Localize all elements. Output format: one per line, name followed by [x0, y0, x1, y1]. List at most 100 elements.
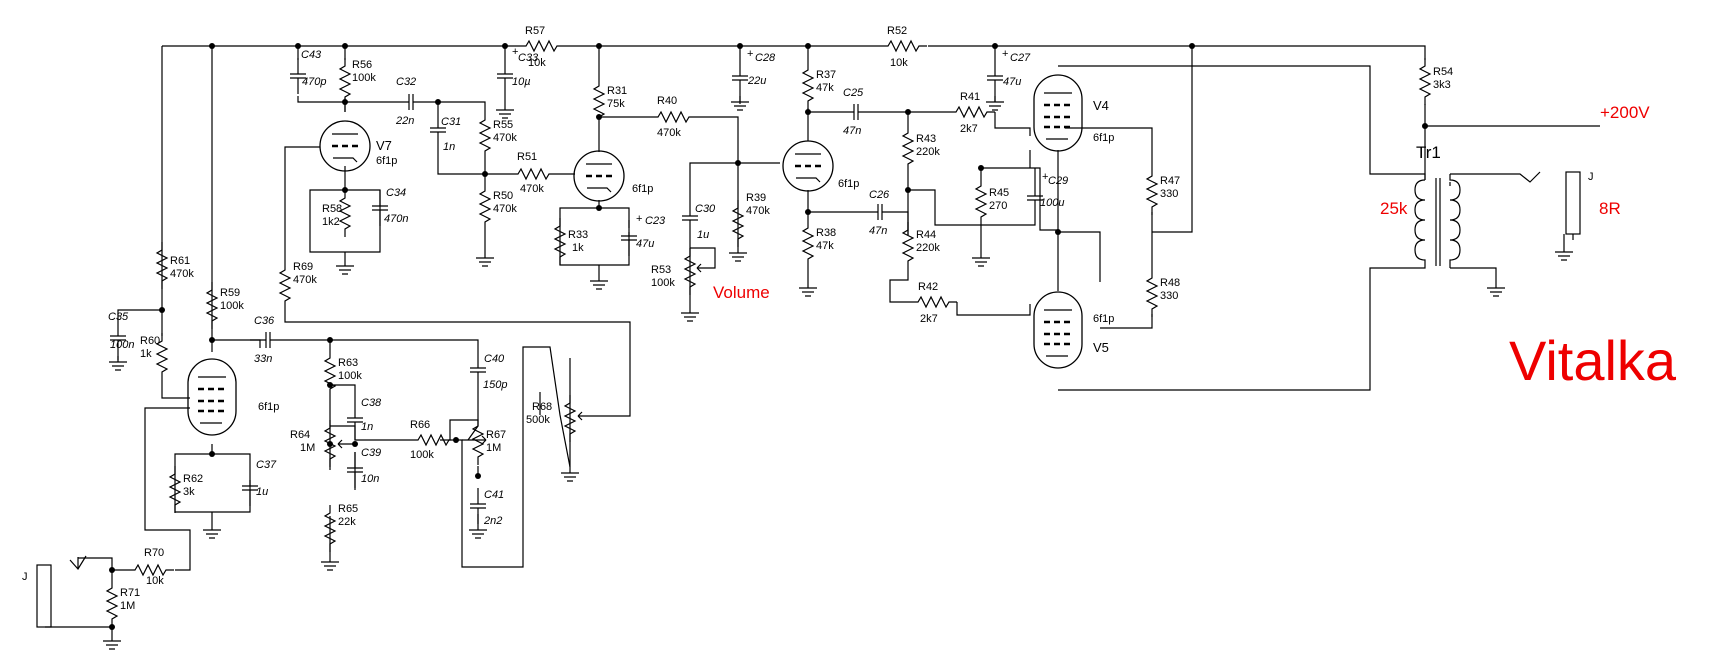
capacitor-C27: [986, 59, 1004, 97]
svg-text:R43: R43: [916, 133, 936, 145]
tube-pentode-input: [186, 357, 238, 437]
svg-text:R61: R61: [170, 255, 190, 267]
svg-text:75k: 75k: [607, 98, 625, 110]
capacitor-C26: [861, 203, 899, 221]
svg-text:R59: R59: [220, 287, 240, 299]
svg-text:6f1p: 6f1p: [632, 183, 653, 195]
svg-text:1u: 1u: [697, 229, 709, 241]
input-jack: [36, 564, 52, 628]
svg-text:22u: 22u: [747, 75, 766, 87]
tube-triode-2: [572, 149, 626, 203]
resistor-R57: [517, 40, 566, 52]
svg-text:470p: 470p: [302, 76, 326, 88]
svg-text:220k: 220k: [916, 146, 940, 158]
resistor-R38: [802, 219, 814, 268]
svg-text:470k: 470k: [520, 183, 544, 195]
svg-text:C25: C25: [843, 87, 864, 99]
svg-text:R40: R40: [657, 95, 677, 107]
ground-symbol: [728, 246, 748, 262]
volume-label: Volume: [713, 283, 770, 302]
svg-text:6f1p: 6f1p: [1093, 313, 1114, 325]
svg-text:R66: R66: [410, 419, 430, 431]
resistor-R45: [975, 177, 987, 226]
resistor-R47: [1146, 167, 1158, 216]
ground-symbol: [798, 281, 818, 297]
resistor-R53: [684, 247, 696, 296]
svg-text:R58: R58: [322, 203, 342, 215]
ground-symbol: [335, 259, 355, 275]
svg-text:R52: R52: [887, 25, 907, 37]
capacitor-C28: [731, 59, 749, 97]
svg-text:R70: R70: [144, 547, 164, 559]
svg-text:1u: 1u: [256, 486, 268, 498]
svg-text:470k: 470k: [293, 274, 317, 286]
svg-text:R63: R63: [338, 357, 358, 369]
svg-text:C37: C37: [256, 459, 277, 471]
ground-symbol: [202, 523, 222, 539]
tube-V7: [318, 119, 372, 173]
svg-text:1n: 1n: [443, 141, 455, 153]
svg-text:470k: 470k: [746, 205, 770, 217]
svg-text:C38: C38: [361, 397, 382, 409]
transformer-primary-label: 25k: [1380, 199, 1408, 218]
svg-text:33n: 33n: [254, 353, 272, 365]
svg-text:V4: V4: [1093, 98, 1109, 113]
svg-text:R64: R64: [290, 429, 310, 441]
svg-text:J: J: [22, 571, 28, 583]
supply-voltage-label: +200V: [1600, 103, 1650, 122]
resistor-R48: [1146, 269, 1158, 318]
capacitor-C33: [496, 57, 514, 95]
pot-wiper-R68: [577, 411, 620, 421]
svg-text:6f1p: 6f1p: [258, 401, 279, 413]
resistor-R51: [509, 168, 558, 180]
svg-text:47k: 47k: [816, 240, 834, 252]
svg-text:1n: 1n: [361, 421, 373, 433]
ground-symbol: [102, 634, 122, 650]
resistor-R40: [649, 111, 698, 123]
svg-text:+: +: [747, 48, 753, 60]
svg-text:R37: R37: [816, 69, 836, 81]
resistor-R67: [472, 417, 484, 466]
ground-symbol: [985, 95, 1005, 111]
svg-text:2k7: 2k7: [960, 123, 978, 135]
svg-text:470k: 470k: [170, 268, 194, 280]
svg-text:470n: 470n: [384, 213, 408, 225]
svg-text:330: 330: [1160, 290, 1178, 302]
resistor-R70: [126, 564, 175, 576]
svg-text:J: J: [1588, 171, 1594, 183]
resistor-R54: [1419, 57, 1431, 106]
svg-text:V5: V5: [1093, 340, 1109, 355]
svg-text:C41: C41: [484, 489, 504, 501]
svg-text:C32: C32: [396, 76, 416, 88]
svg-text:R38: R38: [816, 227, 836, 239]
resistors: [106, 40, 1431, 628]
svg-text:R71: R71: [120, 587, 140, 599]
svg-text:+: +: [1042, 171, 1048, 183]
output-jack: [1565, 171, 1581, 235]
svg-text:C33: C33: [518, 52, 539, 64]
svg-text:47n: 47n: [843, 125, 861, 137]
svg-text:470k: 470k: [657, 127, 681, 139]
svg-text:R48: R48: [1160, 277, 1180, 289]
svg-text:R33: R33: [568, 229, 588, 241]
svg-text:47n: 47n: [869, 225, 887, 237]
svg-text:6f1p: 6f1p: [1093, 132, 1114, 144]
svg-text:2n2: 2n2: [483, 515, 502, 527]
ground-symbol: [589, 274, 609, 290]
svg-text:C40: C40: [484, 353, 505, 365]
svg-text:6f1p: 6f1p: [376, 155, 397, 167]
svg-text:1k2: 1k2: [322, 216, 340, 228]
resistor-R52: [879, 40, 928, 52]
svg-text:100k: 100k: [338, 370, 362, 382]
svg-text:R41: R41: [960, 91, 980, 103]
svg-text:R47: R47: [1160, 175, 1180, 187]
resistor-R65: [324, 504, 336, 553]
transformer-secondary-label: 8R: [1599, 199, 1621, 218]
junctions: [109, 43, 1428, 630]
resistor-R37: [802, 61, 814, 110]
svg-text:C23: C23: [645, 215, 666, 227]
svg-text:C26: C26: [869, 189, 890, 201]
svg-text:47u: 47u: [636, 238, 654, 250]
svg-text:+: +: [1002, 48, 1008, 60]
svg-text:R65: R65: [338, 503, 358, 515]
